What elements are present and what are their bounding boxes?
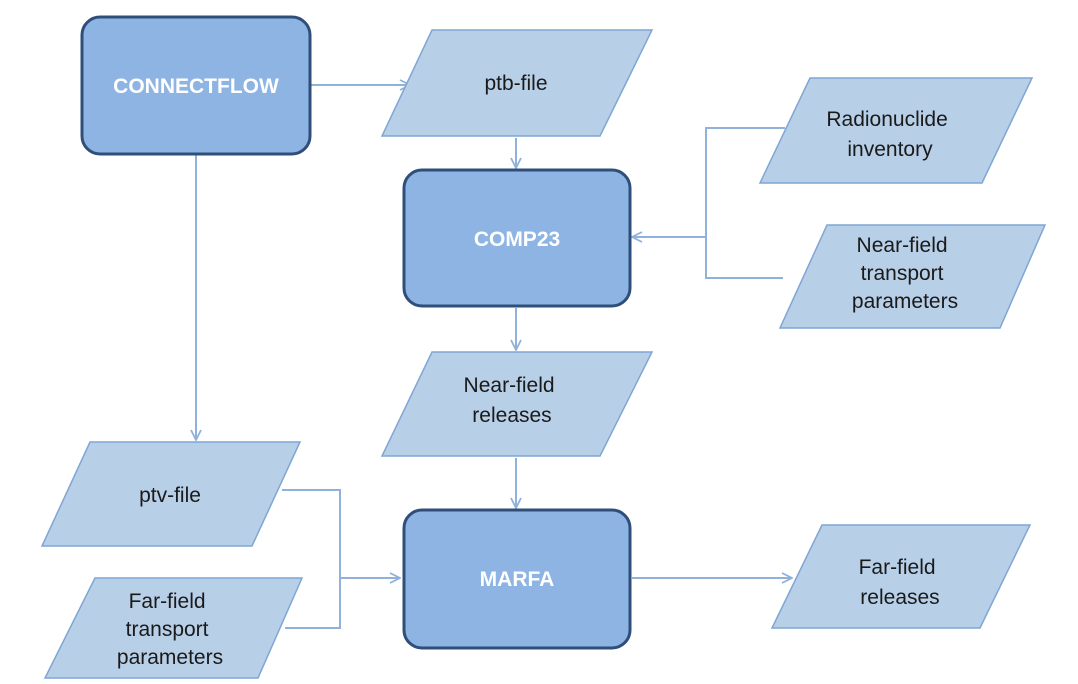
data-radionuclide-inventory: Radionuclide inventory (758, 77, 1034, 184)
process-comp23: COMP23 (402, 168, 632, 308)
svg-text:Near-field transport: Near-field transport parameters (852, 234, 958, 313)
data-label-line: transport (126, 618, 209, 641)
data-label-line: releases (860, 586, 939, 609)
process-label: COMP23 (474, 228, 560, 251)
svg-text:ptv-file: ptv-file (139, 484, 201, 507)
data-label-line: ptv-file (139, 484, 201, 507)
data-near-field-transport-parameters: Near-field transport parameters (778, 224, 1047, 329)
data-label-line: Far-field (859, 556, 936, 579)
data-label-line: transport (861, 262, 944, 285)
svg-text:Far-field releases: Far-field releases (859, 556, 942, 609)
connector-radionuclide-branch (705, 127, 785, 279)
data-far-field-releases: Far-field releases (770, 524, 1032, 629)
svg-text:ptb-file: ptb-file (484, 72, 547, 95)
process-marfa: MARFA (402, 508, 632, 650)
data-shape (43, 577, 304, 679)
process-box (402, 168, 632, 308)
data-label-line: ptb-file (484, 72, 547, 95)
data-shape (758, 77, 1034, 184)
data-label-line: Far-field (129, 590, 206, 613)
data-label-line: parameters (852, 290, 958, 313)
svg-text:Near-field releases: Near-field releases (464, 374, 561, 427)
process-box (402, 508, 632, 650)
data-label-line: inventory (847, 138, 933, 161)
data-shape (770, 524, 1032, 629)
data-far-field-transport-parameters: Far-field transport parameters (43, 577, 304, 679)
process-label: CONNECTFLOW (113, 75, 279, 98)
data-label-line: Near-field (857, 234, 948, 257)
svg-text:Radionuclide inventory: Radionuclide inventory (826, 108, 953, 161)
data-near-field-releases: Near-field releases (380, 351, 654, 457)
data-shape (778, 224, 1047, 329)
data-ptb-file: ptb-file (380, 29, 654, 137)
data-shape (380, 29, 654, 137)
data-label-line: parameters (117, 646, 223, 669)
data-shape (380, 351, 654, 457)
process-box (80, 15, 312, 156)
connectors (196, 85, 792, 629)
connector-ptv-far-field-branch (282, 489, 341, 629)
data-shape (40, 441, 302, 547)
data-label-line: releases (472, 404, 551, 427)
process-connectflow: CONNECTFLOW (80, 15, 312, 156)
data-ptv-file: ptv-file (40, 441, 302, 547)
data-label-line: Near-field (464, 374, 555, 397)
data-label-line: Radionuclide (826, 108, 947, 131)
process-label: MARFA (480, 568, 555, 591)
svg-text:Far-field transport: Far-field transport parameters (117, 590, 223, 669)
